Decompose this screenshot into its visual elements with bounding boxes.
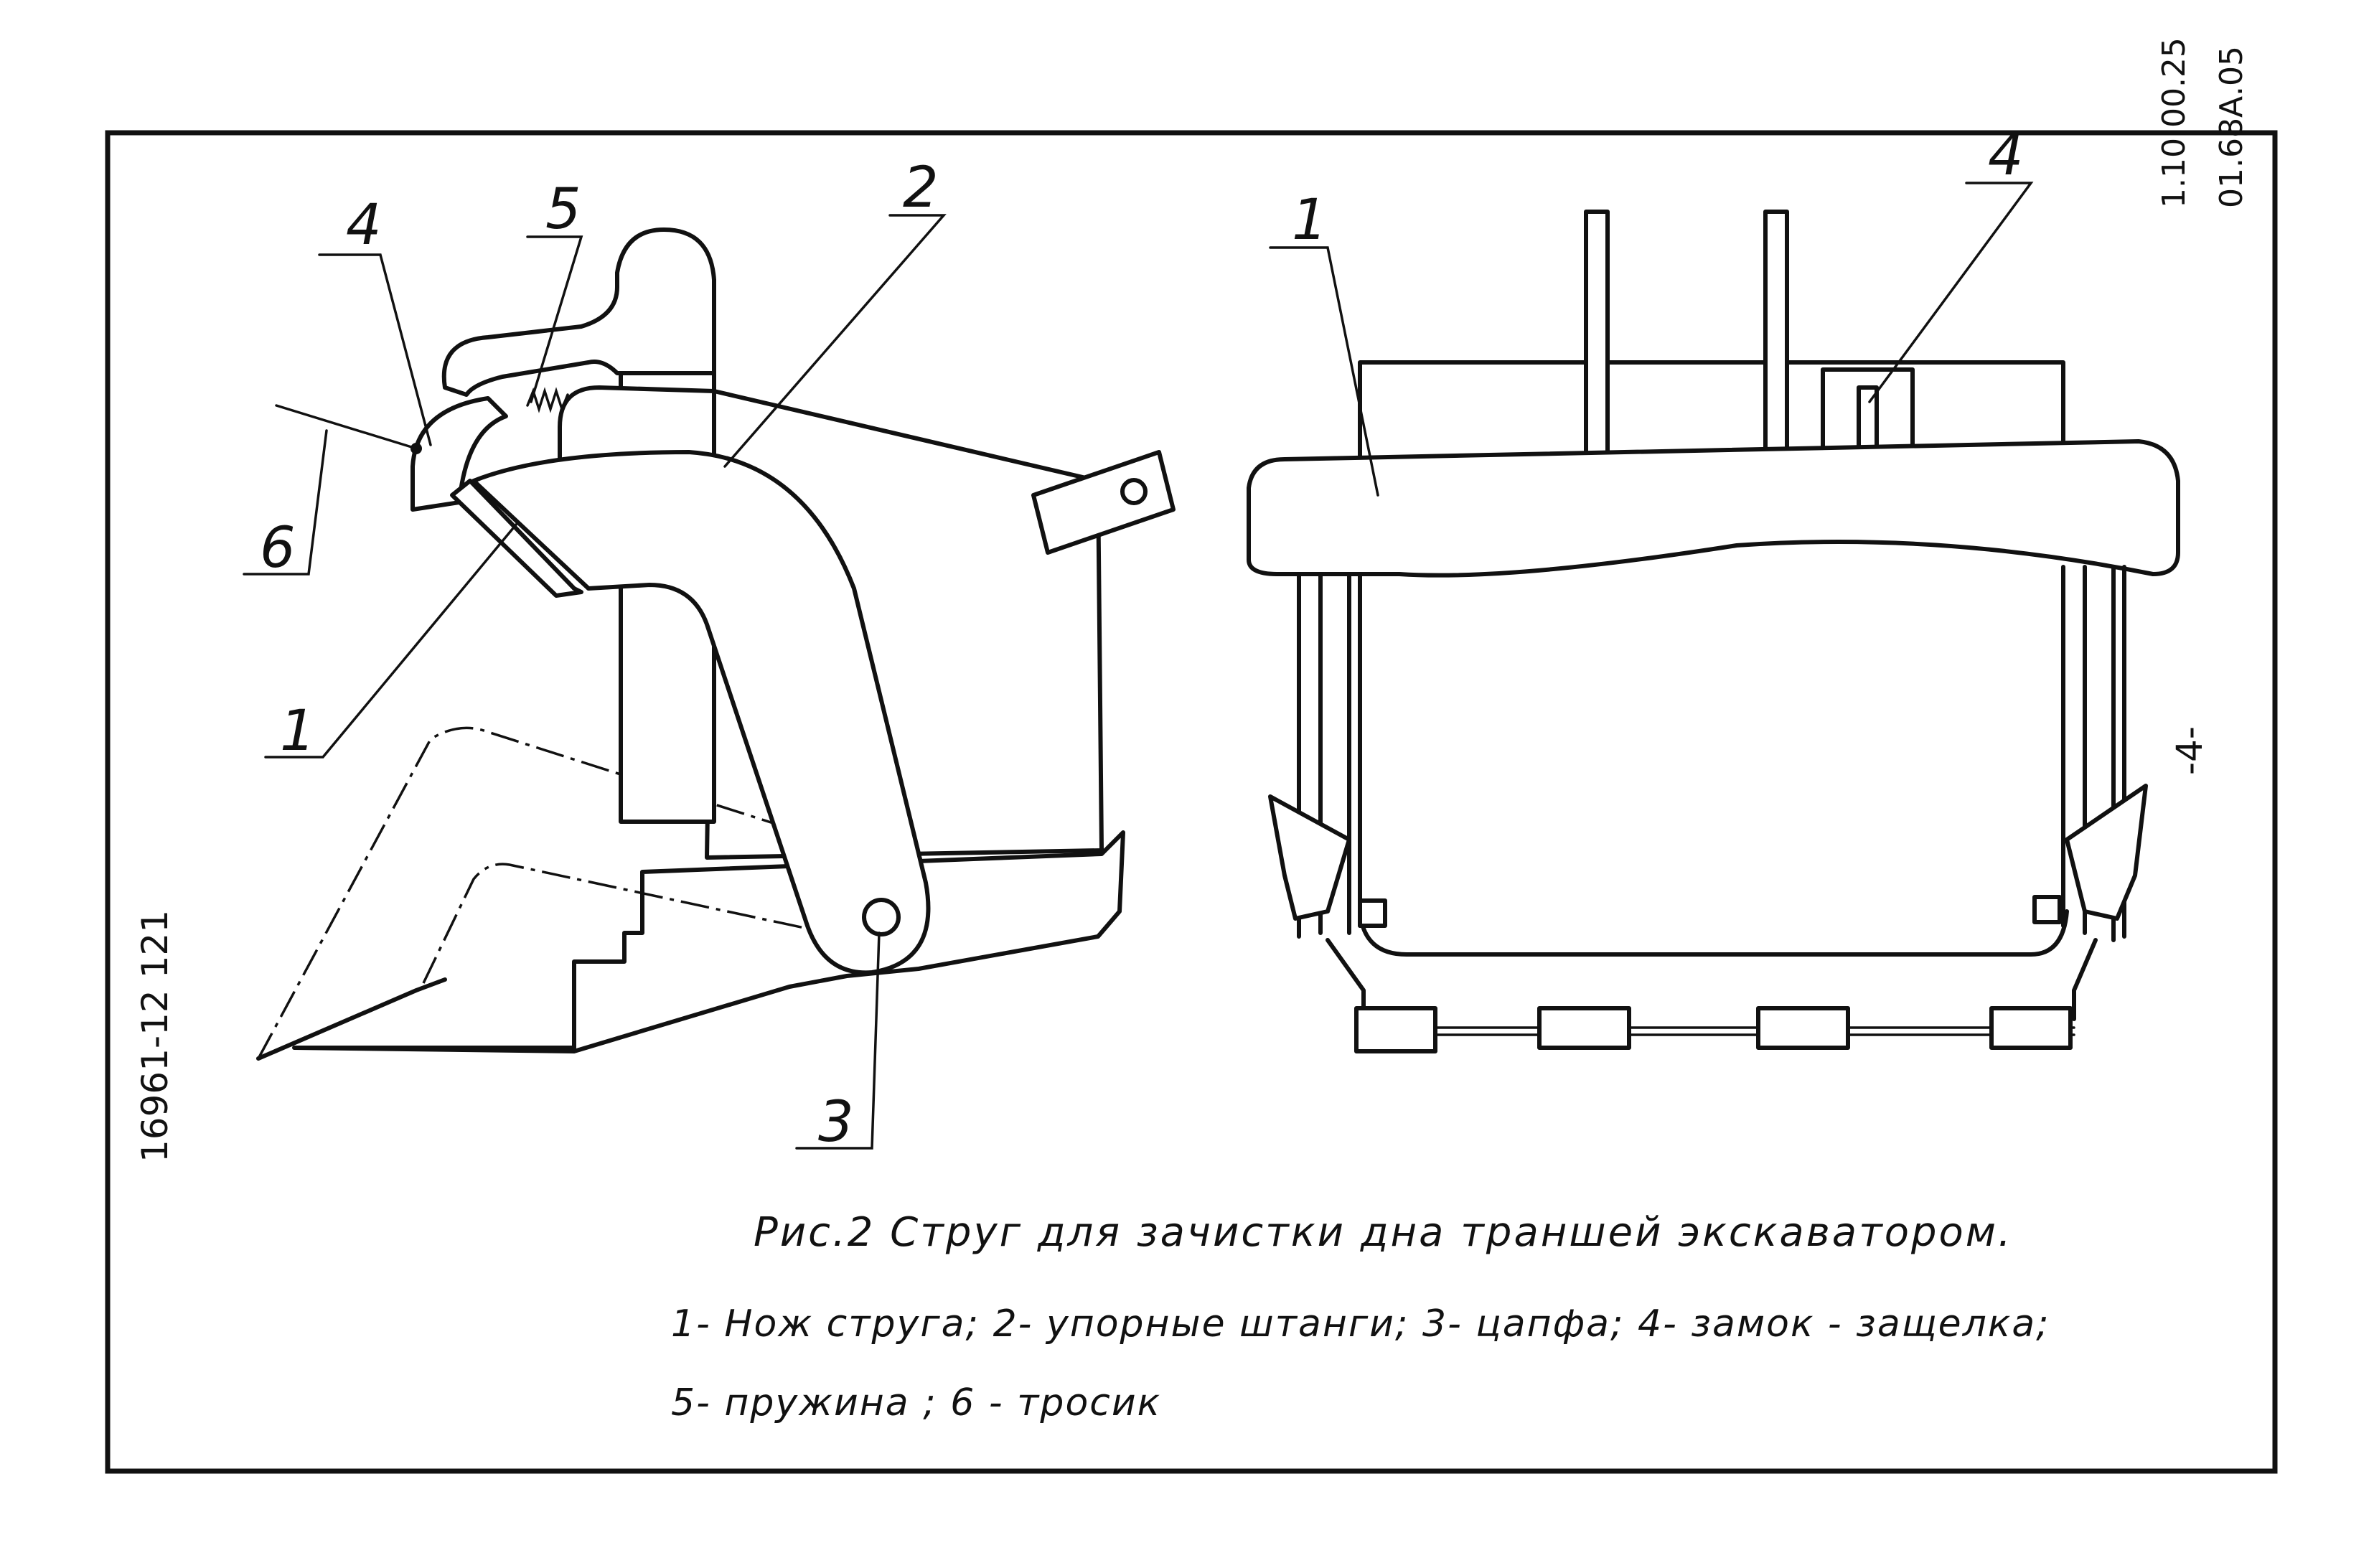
figure-caption: Рис.2 Струг для зачистки дна траншей экс…: [754, 1209, 2013, 1256]
callout-left-5: 5: [545, 177, 581, 242]
callout-left-6: 6: [260, 516, 296, 581]
right-cutter: [2065, 784, 2148, 921]
right-nut: [2032, 895, 2062, 924]
right-side-rods: [2061, 565, 2126, 942]
lower-outer-frame: [1326, 938, 2098, 1021]
callout-right-4: 4: [1988, 123, 2024, 188]
leader-2: [723, 214, 947, 468]
rail-block-2: [1537, 1006, 1631, 1050]
leader-right-1: [1269, 246, 1379, 497]
leader-5: [526, 235, 583, 403]
leader-1: [264, 522, 518, 759]
lug-hole: [1120, 478, 1148, 505]
tall-rod-right: [1763, 210, 1789, 469]
lug: [1031, 450, 1176, 555]
push-rod: [471, 450, 931, 975]
doc-code-line-1: 01.68А.05: [2213, 45, 2250, 208]
bottom-rail: [1434, 1026, 2075, 1036]
tall-rod-left: [1584, 210, 1610, 469]
front-view: 1 4: [1247, 123, 2180, 1053]
rail-block-1: [1354, 1006, 1437, 1053]
leader-right-4: [1868, 182, 2034, 403]
lock-hook: [441, 227, 716, 397]
pivot-pin: [862, 898, 901, 936]
legend-line-2: 5- пружина ; 6 - тросик: [671, 1381, 1162, 1424]
drawing-frame: [105, 130, 2278, 1474]
left-side-rods: [1297, 572, 1362, 939]
rail-block-3: [1756, 1006, 1850, 1050]
leader-3: [795, 931, 881, 1150]
side-view: 4 5 2 6 1 3: [243, 156, 1176, 1155]
skid-base: [292, 830, 1125, 1053]
archive-number: 16961-12 121: [134, 909, 176, 1163]
callout-left-3: 3: [818, 1090, 854, 1155]
callout-left-2: 2: [903, 156, 939, 220]
callout-left-4: 4: [346, 193, 382, 258]
plough-knife: [450, 479, 583, 598]
main-beam: [1247, 439, 2180, 578]
blade-knife-edge: [256, 977, 447, 1061]
doc-code-line-2: 1.10.00.25: [2156, 37, 2192, 208]
blade-ghost-outline: [257, 726, 926, 1059]
callout-left-1: 1: [280, 699, 316, 764]
cable-knot: [410, 443, 422, 454]
lower-u-frame: [1358, 909, 2069, 957]
legend-line-1: 1- Нож струга; 2- упорные штанги; 3- цап…: [671, 1302, 2050, 1346]
callout-right-1: 1: [1292, 188, 1328, 253]
leader-6: [243, 429, 328, 576]
latch-quarter: [410, 396, 508, 512]
cable: [275, 404, 418, 450]
rail-block-4: [1989, 1006, 2073, 1050]
blade-ghost-inner: [422, 863, 862, 984]
leader-4: [318, 253, 432, 446]
left-nut: [1358, 898, 1387, 928]
left-cutter: [1268, 794, 1351, 921]
page-number: -4-: [2169, 726, 2210, 775]
